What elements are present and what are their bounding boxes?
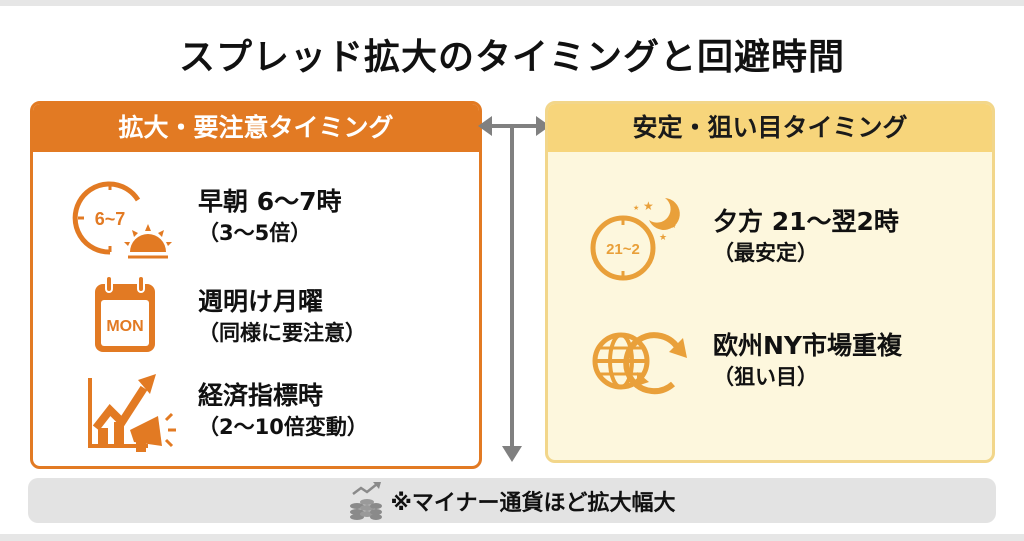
item-note: （3〜5倍） <box>198 221 312 245</box>
market-overlap-item: 欧州NY市場重複 （狙い目） <box>583 316 902 406</box>
svg-text:★: ★ <box>633 204 639 212</box>
coins-chart-icon <box>349 481 382 520</box>
globe-cycle-icon <box>583 316 693 406</box>
caution-timing-panel: 拡大・要注意タイミング 6~7 <box>30 101 482 469</box>
item-note: （狙い目） <box>713 365 818 389</box>
economic-indicator-item: 経済指標時 （2〜10倍変動） <box>68 366 368 456</box>
stable-timing-panel: 安定・狙い目タイミング 21~2 ★ ★ ★ ★ 夕方 21〜翌2時 （最安定） <box>545 101 995 463</box>
svg-text:★: ★ <box>671 223 676 230</box>
svg-text:★: ★ <box>643 199 654 213</box>
svg-text:21~2: 21~2 <box>606 241 640 258</box>
item-title: 経済指標時 <box>198 381 324 410</box>
double-arrow-connector-icon <box>478 116 550 462</box>
item-title: 夕方 21〜翌2時 <box>713 207 899 236</box>
early-morning-item: 6~7 早朝 6〜7時 （3〜5倍） <box>68 172 342 262</box>
clock-moon-icon: 21~2 ★ ★ ★ ★ <box>583 192 693 282</box>
stable-panel-header: 安定・狙い目タイミング <box>548 104 992 152</box>
svg-text:MON: MON <box>106 318 143 335</box>
item-note: （同様に要注意） <box>198 321 366 345</box>
footer-note-text: ※マイナー通貨ほど拡大幅大 <box>390 490 676 516</box>
calendar-icon: MON <box>68 272 178 362</box>
svg-text:★: ★ <box>659 233 667 243</box>
item-title: 早朝 6〜7時 <box>198 187 342 216</box>
item-title: 週明け月曜 <box>198 287 324 316</box>
svg-text:6~7: 6~7 <box>95 209 126 229</box>
footer-note-bar: ※マイナー通貨ほど拡大幅大 <box>28 478 996 523</box>
clock-sunrise-icon: 6~7 <box>68 172 178 262</box>
item-title: 欧州NY市場重複 <box>713 331 903 360</box>
item-note: （最安定） <box>713 241 818 265</box>
page-title: スプレッド拡大のタイミングと回避時間 <box>178 37 845 78</box>
evening-item: 21~2 ★ ★ ★ ★ 夕方 21〜翌2時 （最安定） <box>583 192 899 282</box>
caution-panel-header: 拡大・要注意タイミング <box>33 104 479 152</box>
chart-megaphone-icon <box>68 366 178 456</box>
infographic-canvas: スプレッド拡大のタイミングと回避時間 拡大・要注意タイミング 6~7 <box>0 6 1024 534</box>
monday-item: MON 週明け月曜 （同様に要注意） <box>68 272 366 362</box>
item-note: （2〜10倍変動） <box>198 415 368 439</box>
